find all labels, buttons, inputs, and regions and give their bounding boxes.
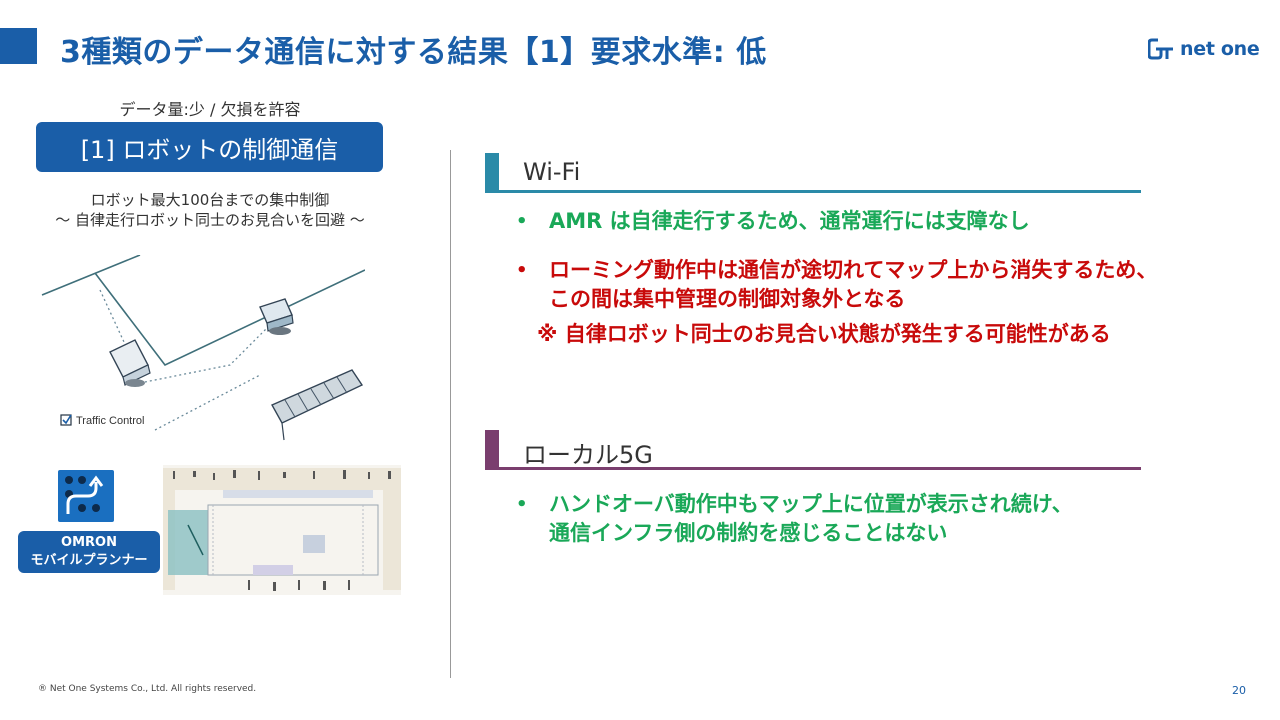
local5g-accent-bar (485, 430, 499, 470)
floor-map-screenshot (163, 465, 401, 595)
wifi-underline (499, 190, 1141, 193)
wifi-bullet-1-text: AMR は自律走行するため、通常運行には支障なし (549, 209, 1030, 233)
bullet-icon: • (516, 260, 528, 281)
robot-description: ロボット最大100台までの集中制御 〜 自律走行ロボット同士のお見合いを回避 〜 (0, 190, 420, 230)
local5g-bullet-1-line2: 通信インフラ側の制約を感じることはない (549, 521, 948, 545)
omron-mobile-planner-label: OMRON モバイルプランナー (18, 531, 160, 573)
checkbox-icon (60, 414, 72, 426)
wifi-heading: Wi-Fi (523, 158, 581, 186)
local5g-section-header: ローカル5G (485, 430, 1141, 470)
page-title: 3種類のデータ通信に対する結果【1】要求水準: 低 (60, 35, 767, 70)
omron-label-line2: モバイルプランナー (30, 553, 148, 568)
bullet-icon: • (516, 211, 528, 232)
copyright: ® Net One Systems Co., Ltd. All rights r… (38, 684, 257, 694)
local5g-heading: ローカル5G (523, 441, 653, 469)
data-volume-note: データ量:少 / 欠損を許容 (119, 100, 301, 119)
bullet-icon: • (516, 494, 528, 515)
conveyor (271, 369, 364, 441)
traffic-control-label: Traffic Control (76, 415, 144, 427)
robot-left (109, 339, 151, 387)
wifi-note: ※ 自律ロボット同士のお見合い状態が発生する可能性がある (537, 322, 1111, 346)
local5g-bullet-1-line1: ハンドオーバ動作中もマップ上に位置が表示され続け、 (549, 492, 1073, 516)
omron-label-line1: OMRON (61, 535, 117, 550)
net-one-logo: net one (1148, 36, 1260, 62)
net-one-logo-icon (1148, 38, 1173, 60)
mobile-planner-icon (58, 470, 114, 522)
page-number: 20 (1232, 684, 1246, 697)
wifi-bullet-2-line1: ローミング動作中は通信が途切れてマップ上から消失するため、 (549, 258, 1158, 282)
local5g-underline (499, 467, 1141, 470)
wifi-accent-bar (485, 153, 499, 193)
wifi-bullet-2-line2: この間は集中管理の制御対象外となる (549, 287, 906, 311)
robot-description-line2: 〜 自律走行ロボット同士のお見合いを回避 〜 (55, 211, 365, 229)
column-divider (450, 150, 451, 678)
logo-text: net one (1180, 38, 1260, 60)
robot-description-line1: ロボット最大100台までの集中制御 (90, 191, 330, 209)
warehouse-illustration: Traffic Control (41, 255, 365, 441)
robot-right (259, 298, 294, 335)
wifi-section-header: Wi-Fi (485, 153, 1141, 193)
robot-control-box: [1] ロボットの制御通信 (36, 122, 383, 172)
title-accent-bar (0, 28, 37, 64)
